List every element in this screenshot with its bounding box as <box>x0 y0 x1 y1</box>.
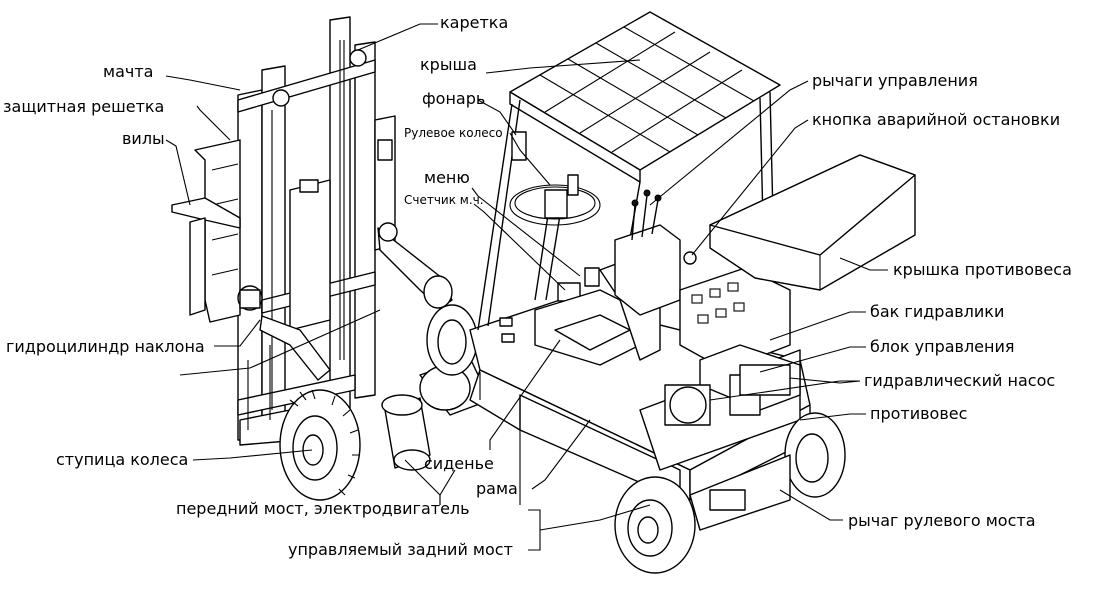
label-karetka: каретка <box>440 13 509 32</box>
label-rulevoe-koleso: Рулевое колесо <box>404 126 503 140</box>
label-gidrocilindr: гидроцилиндр наклона <box>6 337 205 356</box>
label-sidene: сиденье <box>424 454 494 473</box>
roof-drawing <box>477 11 781 331</box>
battery-drawing <box>664 267 801 426</box>
label-machta: мачта <box>103 62 154 81</box>
counterweight-drawing <box>709 154 916 291</box>
front-wheel-drawing <box>279 389 361 501</box>
label-gidravlicheskiy-nasos: гидравлический насос <box>864 371 1056 390</box>
motor-drawing <box>381 304 491 471</box>
label-rama: рама <box>476 479 518 498</box>
rear-wheel-drawing <box>614 412 846 574</box>
label-zashchitnaya-reshetka: защитная решетка <box>3 97 165 116</box>
label-rychag-rulevogo: рычаг рулевого моста <box>848 511 1036 530</box>
label-fonar: фонарь <box>422 89 486 108</box>
label-schetchik: Счетчик м.ч. <box>404 193 484 207</box>
label-bak-gidravliki: бак гидравлики <box>870 302 1005 321</box>
label-protivoves: противовес <box>870 404 968 423</box>
label-menu: меню <box>424 168 470 187</box>
label-kryshka-protivovesa: крышка противовеса <box>893 260 1072 279</box>
label-krysha: крыша <box>420 55 477 74</box>
label-vily: вилы <box>122 129 165 148</box>
label-upravlyaemy-zadniy: управляемый задний мост <box>288 540 513 559</box>
mast-drawing <box>171 16 453 446</box>
label-peredniy-most: передний мост, электродвигатель <box>176 499 470 518</box>
steering-drawing <box>509 174 601 302</box>
leader-lines <box>165 23 888 551</box>
levers-drawing <box>614 189 697 316</box>
label-rychagi-upravleniya: рычаги управления <box>812 71 978 90</box>
label-blok-upravleniya: блок управления <box>870 337 1015 356</box>
label-stupica-kolesa: ступица колеса <box>56 450 189 469</box>
label-knopka-avariynoy: кнопка аварийной остановки <box>812 110 1061 129</box>
